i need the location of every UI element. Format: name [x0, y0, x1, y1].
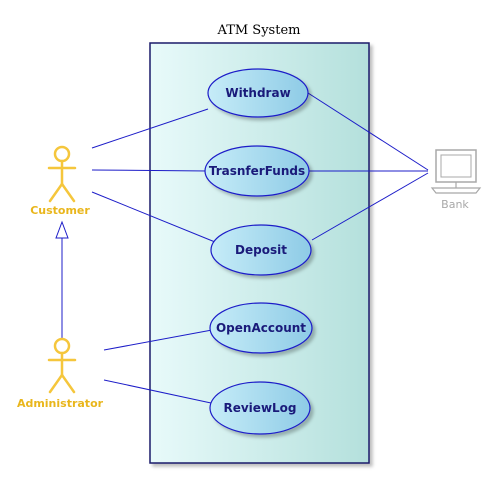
use-case-label: Withdraw	[225, 86, 290, 100]
stick-figure-icon	[47, 145, 77, 203]
association-administrator-review	[103, 379, 212, 404]
computer-icon	[430, 149, 482, 194]
actor-label: Customer	[30, 204, 90, 217]
actor-customer[interactable]: Customer	[30, 145, 90, 217]
use-case-label: ReviewLog	[223, 401, 296, 415]
association-customer-withdraw	[91, 108, 209, 149]
stick-figure-icon	[47, 337, 77, 394]
use-case-label: OpenAccount	[216, 321, 306, 335]
use-case-label: Deposit	[235, 243, 287, 257]
actor-label: Administrator	[17, 397, 104, 410]
generalization-administrator-customer	[55, 220, 69, 338]
actor-administrator[interactable]: Administrator	[17, 337, 104, 410]
use-case-label: TrasnferFunds	[209, 164, 305, 178]
association-withdraw-bank	[307, 92, 429, 171]
use-case-withdraw[interactable]: Withdraw	[207, 68, 309, 118]
use-case-open-account[interactable]: OpenAccount	[209, 302, 313, 354]
use-case-review-log[interactable]: ReviewLog	[209, 381, 311, 435]
actor-label: Bank	[441, 198, 469, 211]
association-customer-deposit	[91, 191, 216, 243]
association-deposit-bank	[311, 172, 429, 241]
association-customer-transfer	[91, 169, 209, 172]
use-case-transfer-funds[interactable]: TrasnferFunds	[204, 145, 310, 197]
actor-bank[interactable]: Bank	[430, 149, 482, 211]
association-administrator-open	[103, 329, 213, 351]
system-title: ATM System	[217, 23, 301, 38]
use-case-deposit[interactable]: Deposit	[210, 224, 312, 276]
associations	[91, 92, 429, 404]
